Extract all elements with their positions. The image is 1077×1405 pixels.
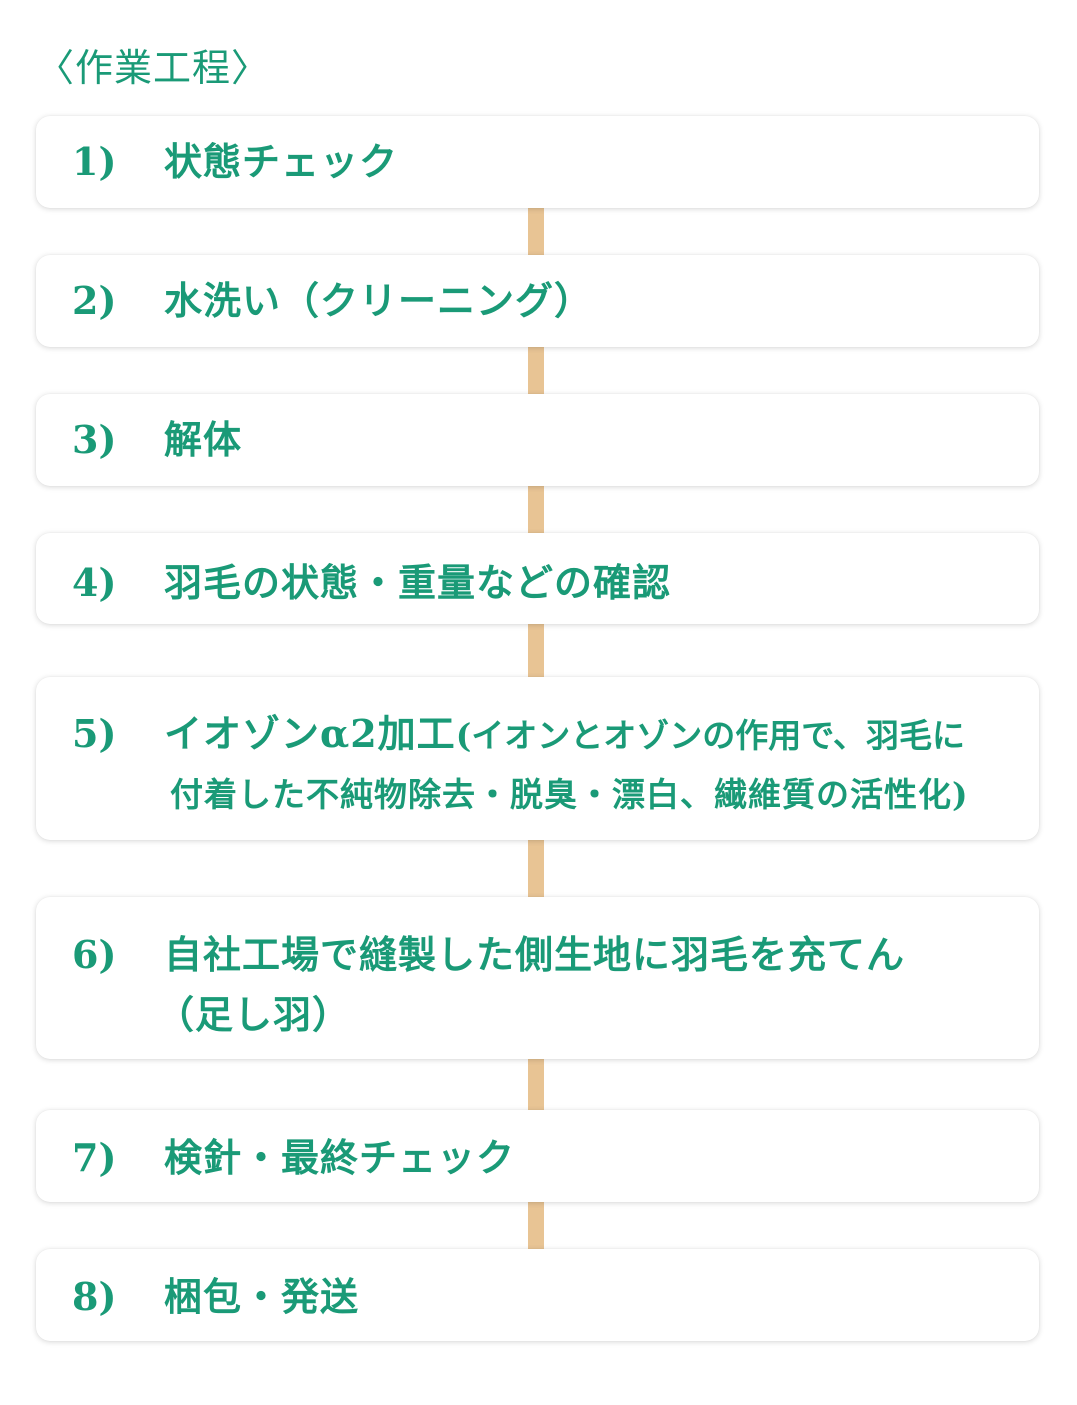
step-number: 4): [72, 560, 117, 605]
step-label-main: イオゾンα2加工: [164, 711, 456, 756]
step-label-line2: （足し羽）: [156, 992, 352, 1037]
step-card-5: 5) イオゾンα2加工(イオンとオゾンの作用で、羽毛に 付着した不純物除去・脱臭…: [36, 677, 1039, 840]
step-label: 水洗い（クリーニング）: [164, 278, 594, 323]
step-card-8: 8) 梱包・発送: [36, 1249, 1039, 1341]
step-card-2: 2) 水洗い（クリーニング）: [36, 255, 1039, 347]
step-label: 梱包・発送: [164, 1274, 360, 1319]
step-label: イオゾンα2加工(イオンとオゾンの作用で、羽毛に: [164, 704, 1009, 766]
connector-3-4: [528, 486, 544, 533]
page-title: 〈作業工程〉: [36, 46, 271, 90]
step-number: 1): [72, 139, 117, 184]
step-number: 5): [72, 711, 117, 756]
step-label-note: (イオンとオゾンの作用で、羽毛に: [455, 716, 965, 755]
step-number: 2): [72, 278, 117, 323]
connector-1-2: [528, 208, 544, 255]
step-number: 3): [72, 417, 117, 462]
step-label: 検針・最終チェック: [164, 1135, 516, 1180]
step-card-3: 3) 解体: [36, 394, 1039, 486]
step-number: 6): [72, 932, 117, 977]
step-card-7: 7) 検針・最終チェック: [36, 1110, 1039, 1202]
step-label: 状態チェック: [164, 139, 399, 184]
connector-7-8: [528, 1202, 544, 1249]
step-card-4: 4) 羽毛の状態・重量などの確認: [36, 533, 1039, 624]
connector-5-6: [528, 840, 544, 897]
step-number: 8): [72, 1274, 117, 1319]
step-number: 7): [72, 1135, 117, 1180]
step-label: 羽毛の状態・重量などの確認: [164, 560, 672, 605]
step-label: 自社工場で縫製した側生地に羽毛を充てん: [164, 932, 906, 977]
step-card-6: 6) 自社工場で縫製した側生地に羽毛を充てん （足し羽）: [36, 897, 1039, 1059]
step-card-1: 1) 状態チェック: [36, 116, 1039, 208]
connector-4-5: [528, 624, 544, 677]
connector-6-7: [528, 1059, 544, 1110]
connector-2-3: [528, 347, 544, 394]
step-label-line2: 付着した不純物除去・脱臭・漂白、繊維質の活性化): [170, 775, 969, 814]
step-label: 解体: [164, 417, 243, 462]
